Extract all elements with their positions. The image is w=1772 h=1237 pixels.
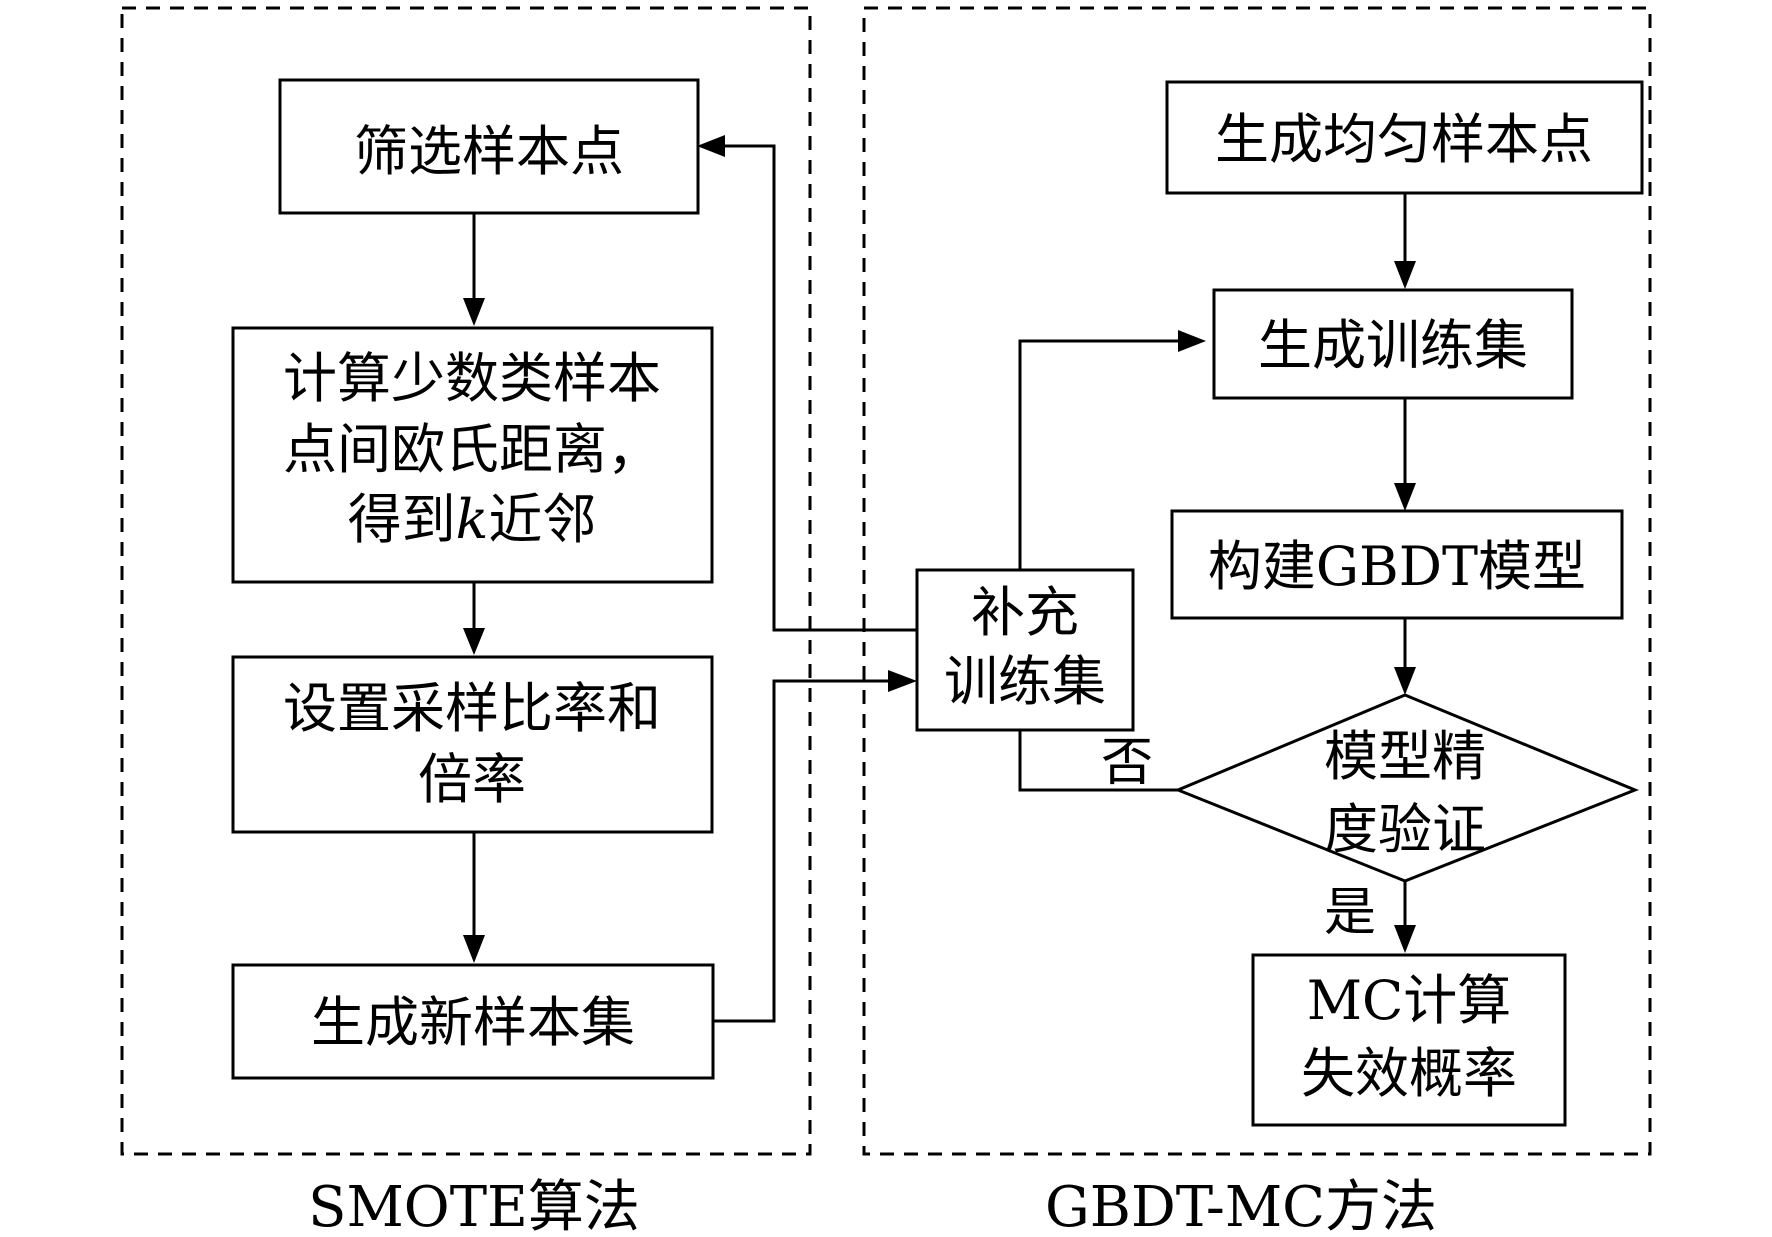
verification-text-line2: 度验证 (1324, 798, 1486, 861)
training-set-text: 生成训练集 (1258, 314, 1528, 377)
distance-text-suffix: 近邻 (488, 488, 596, 551)
arrowhead-verify (1394, 667, 1416, 695)
filter-samples-text: 筛选样本点 (354, 120, 624, 183)
distance-box (231, 326, 714, 584)
training-set-box (1212, 288, 1574, 400)
supplement-text-line1: 补充 (971, 581, 1079, 644)
filter-samples-box (278, 78, 700, 215)
supplement-training-set-box (915, 568, 1135, 732)
distance-text-line2: 点间欧氏距离， (283, 418, 661, 481)
sampling-ratio-text-line2: 倍率 (418, 748, 526, 811)
accuracy-verification-diamond (1174, 693, 1640, 883)
mc-text-line1: MC计算 (1307, 969, 1512, 1032)
arrowhead-filter (697, 135, 725, 157)
sampling-ratio-box (231, 655, 714, 834)
build-model-text: 构建GBDT模型 (1208, 535, 1586, 598)
distance-text-prefix: 得到 (348, 488, 456, 551)
arrowhead-trainingset-top (1394, 261, 1416, 289)
mc-failure-probability-box (1251, 953, 1567, 1127)
mc-text-line2: 失效概率 (1301, 1042, 1517, 1105)
verification-text-line1: 模型精 (1324, 725, 1486, 788)
line-verify-no-to-supplement (1018, 730, 1178, 792)
distance-text-line3: 得到k近邻 (348, 488, 597, 551)
arrowhead-ratio (463, 628, 485, 655)
arrow-supplement-to-trainingset (1018, 339, 1178, 570)
connectors (472, 144, 1407, 1023)
arrow-supplement-to-filter (725, 144, 917, 632)
arrowhead-trainingset-side (1178, 330, 1206, 352)
build-model-box (1170, 509, 1624, 620)
smote-group-caption: SMOTE算法 (308, 1175, 640, 1237)
new-sample-set-box (231, 963, 715, 1080)
distance-text-line1: 计算少数类样本 (283, 347, 661, 410)
uniform-samples-text: 生成均匀样本点 (1215, 108, 1593, 171)
new-sample-set-text: 生成新样本集 (311, 991, 635, 1054)
arrowhead-distance (463, 298, 485, 326)
gbdt-mc-group-caption: GBDT-MC方法 (1045, 1175, 1437, 1237)
smote-group-frame (120, 6, 812, 1156)
sampling-ratio-text-line1: 设置采样比率和 (283, 677, 661, 740)
gbdt-mc-group-frame (862, 6, 1652, 1156)
arrow-newset-to-supplement (713, 679, 888, 1023)
arrowhead-build (1394, 483, 1416, 511)
arrowhead-mc (1394, 925, 1416, 953)
arrowhead-newset (463, 935, 485, 963)
arrowhead-supplement (888, 670, 917, 692)
uniform-samples-box (1165, 80, 1644, 195)
no-branch-label: 否 (1101, 733, 1153, 793)
supplement-text-line2: 训练集 (944, 650, 1106, 713)
arrowheads (463, 135, 1416, 963)
yes-branch-label: 是 (1324, 883, 1376, 943)
k-symbol: k (456, 488, 489, 551)
